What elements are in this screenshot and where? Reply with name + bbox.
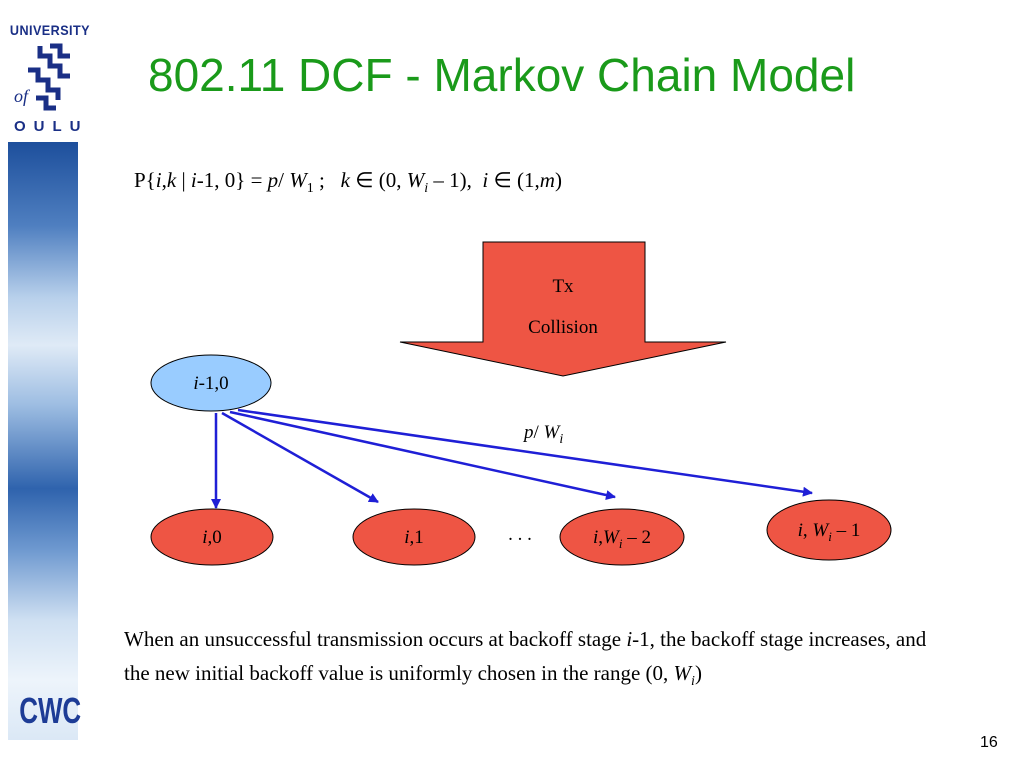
formula-part: |	[176, 168, 191, 192]
formula-var: i	[155, 168, 162, 192]
target-rest: – 1	[832, 520, 861, 541]
formula-part: )	[554, 168, 562, 192]
target-rest: ,0	[208, 527, 222, 548]
formula-subscript: 1	[306, 181, 314, 197]
formula-part: P{	[134, 168, 156, 192]
target-w: W	[812, 520, 830, 541]
edge-to-i1	[221, 411, 379, 504]
edge-label-sub: i	[559, 432, 563, 447]
description-paragraph: When an unsuccessful transmission occurs…	[124, 622, 934, 699]
desc-var: i	[691, 674, 695, 690]
formula-var: i	[190, 168, 197, 192]
source-state-node	[150, 354, 272, 412]
target-sub: i	[828, 529, 832, 544]
page-number: 16	[980, 734, 998, 751]
target-state-node	[352, 508, 476, 566]
desc-var: i	[626, 627, 633, 651]
target-state-label: i,Wi – 2	[593, 527, 651, 551]
formula-var: W	[406, 168, 425, 192]
edge-label-p: p	[522, 422, 534, 443]
logo-university-text: UNIVERSITY	[9, 22, 91, 38]
logo-emblem-icon: of	[14, 43, 70, 111]
edge-label-w: W	[544, 422, 562, 443]
target-sub: i	[619, 536, 623, 551]
source-state-label: i-1,0	[193, 373, 228, 394]
formula-var: m	[539, 168, 555, 192]
target-i: i	[404, 527, 409, 548]
side-decoration-strip	[8, 142, 78, 740]
desc-subscript: i	[691, 674, 695, 689]
edge-label: p/ Wi	[522, 422, 563, 447]
desc-text: -1, the backoff stage increases, and the…	[124, 627, 927, 685]
target-i: i	[798, 520, 803, 541]
edge-to-iW1	[237, 408, 813, 497]
formula-var: i	[424, 181, 429, 197]
edge-label-slash: /	[534, 422, 544, 443]
formula-var: p	[267, 168, 279, 192]
tx-label: Tx	[552, 276, 574, 297]
target-rest: ,1	[410, 527, 424, 548]
edge-to-iW2	[229, 410, 616, 500]
ellipsis: . . .	[508, 524, 532, 545]
desc-var: W	[673, 661, 692, 685]
formula-part: – 1),	[428, 168, 483, 192]
formula-part: /	[278, 168, 290, 192]
logo-oulu-text: OULU	[14, 118, 89, 135]
formula-var: k	[166, 168, 177, 192]
target-state-label: i,1	[404, 527, 424, 548]
formula-var: i	[482, 168, 489, 192]
formula-subscript: i	[424, 181, 428, 196]
target-w: W	[603, 527, 621, 548]
university-logo: UNIVERSITY of OULU	[6, 22, 91, 135]
formula-var: W	[289, 168, 307, 192]
target-i: i	[593, 527, 598, 548]
target-state-label: i, Wi – 1	[798, 520, 861, 544]
collision-label: Collision	[528, 317, 598, 338]
target-state-node	[150, 508, 274, 566]
target-state-label: i,0	[202, 527, 222, 548]
source-i: i	[193, 373, 198, 394]
slide-title: 802.11 DCF - Markov Chain Model	[148, 49, 856, 101]
formula-part: ∈ (1,	[488, 168, 540, 192]
formula-part: ;	[313, 168, 341, 192]
target-mid: ,	[803, 520, 813, 541]
formula-var: k	[340, 168, 350, 192]
target-mid: ,	[598, 527, 603, 548]
formula-part: ,	[161, 168, 167, 192]
desc-text: )	[694, 661, 702, 685]
source-rest: -1,0	[199, 373, 229, 394]
transition-probability-formula: P{i,k | i-1, 0} = p/ W1 ; k ∈ (0, Wi – 1…	[134, 168, 562, 197]
tx-collision-arrow	[399, 241, 727, 377]
formula-part: ∈ (0,	[349, 168, 407, 192]
desc-text: When an unsuccessful transmission occurs…	[124, 627, 627, 651]
logo-of-text: of	[14, 86, 31, 106]
target-state-node	[766, 499, 892, 561]
target-state-node	[559, 508, 685, 566]
formula-part: -1, 0} =	[196, 168, 268, 192]
target-rest: – 2	[622, 527, 651, 548]
target-i: i	[202, 527, 207, 548]
